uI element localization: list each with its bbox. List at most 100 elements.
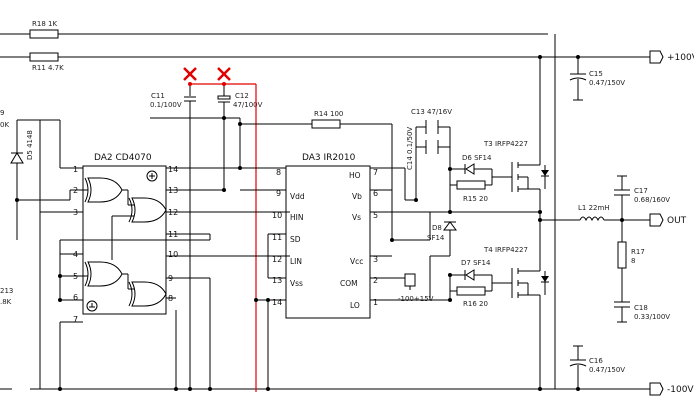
da3-sig-hin: HIN	[290, 213, 303, 222]
c11-label: C11	[151, 92, 165, 100]
da3-sig-vs: Vs	[352, 213, 361, 222]
da3-pin-13: 13	[272, 276, 282, 285]
out-label: OUT	[667, 216, 687, 226]
d5-diode: D5 4148	[10, 120, 34, 240]
d6-label: D6 SF14	[462, 154, 492, 162]
l1-inductor: L1 22mH	[540, 204, 650, 222]
mid-net-terminal: -100+15V	[398, 273, 434, 303]
d5-label: D5 4148	[26, 130, 34, 160]
da3-pin-2: 2	[373, 276, 378, 285]
red-modification-wire	[188, 82, 257, 392]
c14-label: C14 0.1/50V	[406, 127, 414, 170]
da3-pin-11: 11	[272, 233, 282, 242]
r14-label: R14 100	[314, 110, 343, 118]
left-fragment-3: 213	[0, 287, 13, 295]
l1-label: L1 22mH	[578, 204, 610, 212]
r11-resistor: R11 4.7K	[29, 52, 64, 72]
plus100-label: +100V	[667, 53, 694, 63]
da3-label: DA3 IR2010	[302, 153, 356, 163]
minus100-label: -100V	[667, 385, 694, 395]
da3-wiring	[240, 123, 540, 389]
da3-sig-com: COM	[340, 279, 358, 288]
mid-net-label: -100+15V	[398, 295, 434, 303]
red-cross-c12	[217, 67, 231, 81]
da3-pin-8: 8	[276, 168, 281, 177]
d7-label: D7 SF14	[461, 259, 491, 267]
c12-value: 47/100V	[233, 101, 263, 109]
red-cross-c11	[183, 67, 197, 81]
c11-value: 0.1/100V	[150, 101, 182, 109]
t4-label: T4 IRFP4227	[483, 246, 528, 254]
r17-value: 8	[631, 257, 635, 265]
t3-mosfet: T3 IRFP4227	[483, 57, 549, 212]
da2-pin-6: 6	[73, 293, 78, 302]
plus100-terminal: +100V	[649, 50, 694, 64]
d8-diode: D8 SF14	[427, 212, 457, 256]
da3-pin-14: 14	[272, 298, 282, 307]
t3-label: T3 IRFP4227	[483, 140, 528, 148]
da2-pin-7: 7	[73, 315, 78, 324]
c13-capacitor: C13 47/16V	[411, 108, 452, 134]
r15-label: R15 20	[463, 195, 488, 203]
r14-resistor: R14 100	[311, 110, 343, 129]
c12-capacitor: C12 47/100V	[217, 84, 263, 118]
da3-pin-3: 3	[373, 255, 378, 264]
r17-label: R17	[631, 248, 645, 256]
da3-pin-5: 5	[373, 211, 378, 220]
c18-label: C18	[634, 304, 648, 312]
c15-label: C15	[589, 70, 603, 78]
left-fragment-4: .8K	[0, 298, 12, 306]
da2-label: DA2 CD4070	[94, 153, 152, 163]
da3-pin-12: 12	[272, 255, 282, 264]
d7-diode: D7 SF14	[461, 259, 491, 281]
r17-resistor: R17 8	[617, 220, 645, 302]
c15-value: 0.47/150V	[589, 79, 625, 87]
c17-value: 0.68/160V	[634, 196, 670, 204]
da2-pin-10: 10	[168, 250, 178, 259]
d6-diode: D6 SF14	[462, 154, 492, 175]
c13-label: C13 47/16V	[411, 108, 452, 116]
d8-label: D8	[432, 224, 442, 232]
da2-pin-14: 14	[168, 165, 178, 174]
c17-capacitor: C17 0.68/160V	[614, 175, 670, 220]
r11-label: R11 4.7K	[32, 64, 64, 72]
r15-resistor: R15 20	[456, 180, 488, 203]
left-fragment-2: 0K	[0, 121, 9, 129]
d8-value: SF14	[427, 234, 445, 242]
da2-pin-1: 1	[73, 165, 78, 174]
minus100-terminal: -100V	[649, 382, 694, 396]
c15-capacitor: C15 0.47/150V	[569, 57, 625, 101]
c16-value: 0.47/150V	[589, 366, 625, 374]
da3-sig-sd: SD	[290, 235, 301, 244]
c18-value: 0.33/100V	[634, 313, 670, 321]
out-terminal: OUT	[649, 213, 687, 227]
da3-pin-6: 6	[373, 189, 378, 198]
da3-sig-vb: Vb	[352, 192, 362, 201]
da3-sig-ho: HO	[349, 171, 361, 180]
da3-sig-vcc: Vcc	[350, 257, 363, 266]
r16-resistor: R16 20	[456, 286, 488, 308]
da3-pin-1: 1	[373, 298, 378, 307]
da3-ic: DA3 IR2010 Vdd HIN SD LIN Vss HO Vb Vs V…	[272, 153, 378, 319]
da3-sig-vss: Vss	[290, 279, 303, 288]
da3-sig-lin: LIN	[290, 257, 302, 266]
junctions	[15, 55, 624, 391]
da2-ic: DA2 CD4070 1 2 3 4 5 6 7 8 9 10 11 12 13…	[73, 153, 178, 324]
c14-capacitor: C14 0.1/50V	[406, 127, 450, 170]
da3-sig-lo: LO	[350, 301, 360, 310]
c16-capacitor: C16 0.47/150V	[569, 345, 625, 389]
c18-capacitor: C18 0.33/100V	[614, 301, 670, 323]
left-fragment-1: 9	[0, 109, 4, 117]
c12-label: C12	[235, 92, 249, 100]
da3-pin-9: 9	[276, 189, 281, 198]
c17-label: C17	[634, 187, 648, 195]
c16-label: C16	[589, 357, 603, 365]
t4-mosfet: T4 IRFP4227	[483, 212, 549, 389]
r18-label: R18 1K	[32, 20, 57, 28]
r18-resistor: R18 1K	[29, 20, 59, 39]
da3-sig-vdd: Vdd	[290, 192, 305, 201]
r16-label: R16 20	[463, 300, 488, 308]
da2-wiring	[17, 118, 290, 389]
c11-capacitor: C11 0.1/100V	[150, 84, 196, 118]
